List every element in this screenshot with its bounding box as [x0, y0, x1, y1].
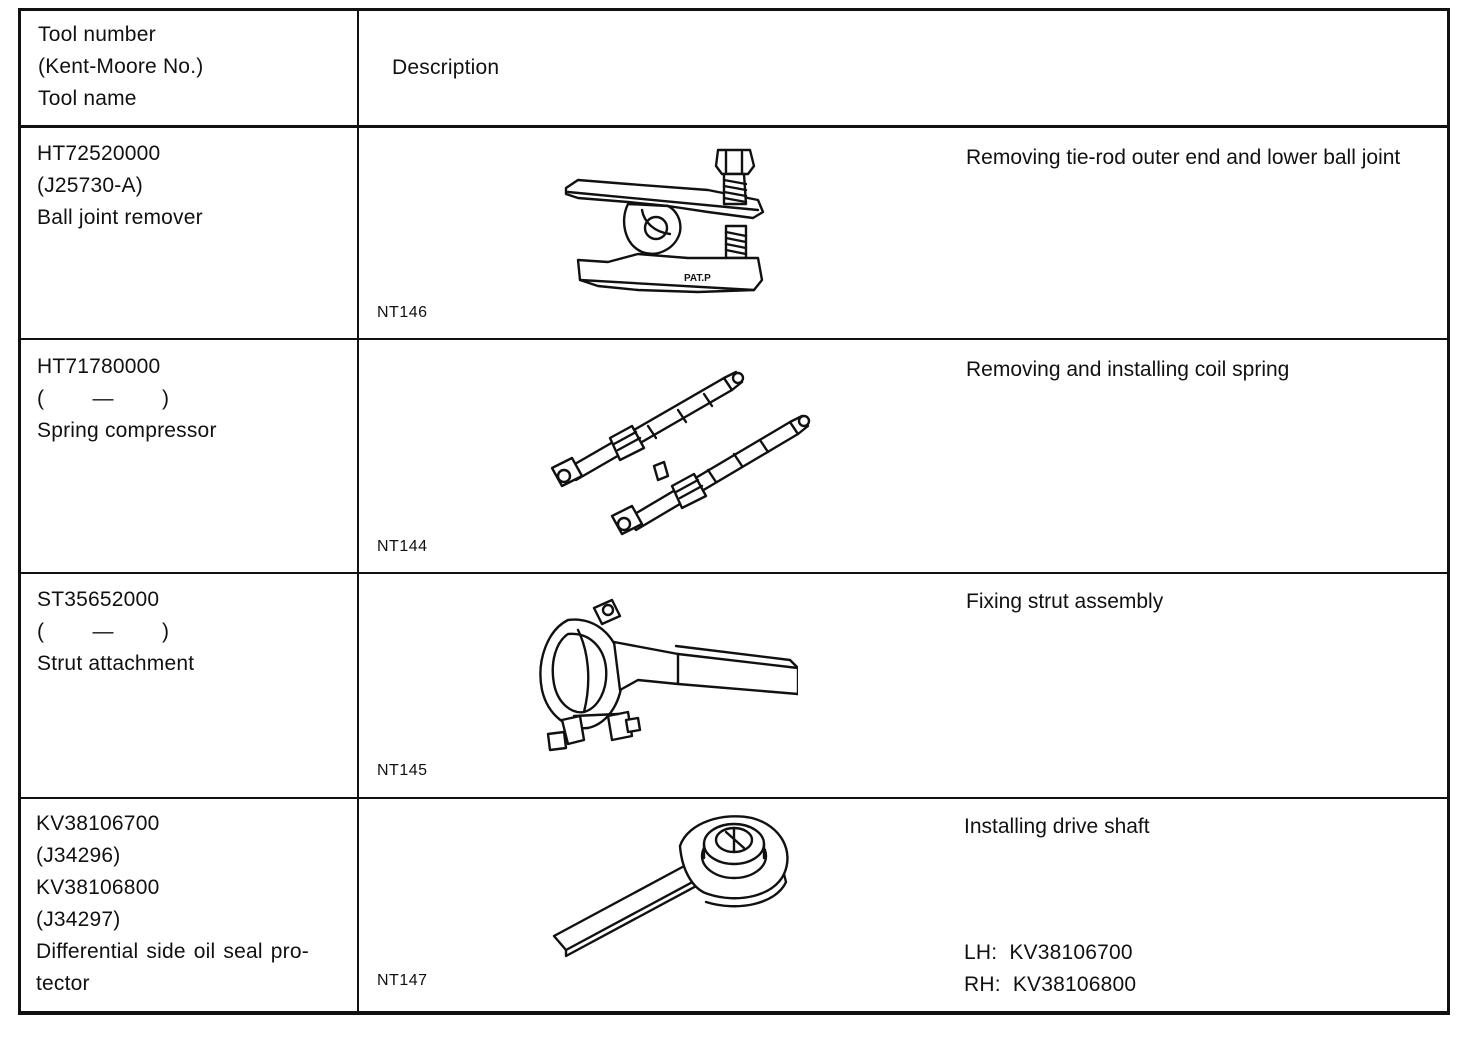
row4-kent-moore-2: (J34297) — [36, 908, 121, 931]
special-service-tools-table: Tool number (Kent-Moore No.) Tool name D… — [18, 8, 1450, 1016]
row2-figure-code: NT144 — [377, 538, 428, 555]
header-tool-name: Tool name — [38, 87, 137, 110]
figure-label-pat-p: PAT.P — [684, 273, 711, 284]
row3-kent-moore: ( — ) — [37, 620, 170, 643]
row1-tool-name: Ball joint remover — [37, 206, 203, 229]
row1-tool-number: HT72520000 — [37, 142, 161, 165]
row4-description: Installing drive shaft — [964, 815, 1150, 838]
row-divider-2 — [18, 572, 1450, 574]
row2-description: Removing and installing coil spring — [966, 358, 1290, 381]
header-divider — [18, 125, 1450, 128]
table-left-border — [18, 8, 21, 1015]
column-divider — [357, 8, 359, 1014]
table-right-border — [1447, 8, 1450, 1015]
row1-description: Removing tie-rod outer end and lower bal… — [966, 146, 1401, 169]
table-bottom-border — [18, 1011, 1448, 1015]
spring-compressor-icon — [528, 358, 818, 548]
row3-tool-number: ST35652000 — [37, 588, 160, 611]
row4-tool-name-line2: tector — [36, 972, 90, 995]
row4-tool-number: KV38106700 — [36, 812, 160, 835]
row1-figure-code: NT146 — [377, 304, 428, 321]
table-top-border — [18, 8, 1450, 11]
row4-tool-name-line1: Differential side oil seal pro- — [36, 940, 309, 963]
row3-tool-name: Strut attachment — [37, 652, 195, 675]
row3-figure-code: NT145 — [377, 762, 428, 779]
row4-rh-label: RH: KV38106800 — [964, 973, 1137, 996]
ball-joint-remover-icon: PAT.P — [558, 140, 798, 310]
row-divider-1 — [18, 338, 1450, 340]
row4-tool-number-2: KV38106800 — [36, 876, 160, 899]
header-kent-moore: (Kent-Moore No.) — [38, 55, 204, 78]
row4-figure-code: NT147 — [377, 972, 428, 989]
row4-lh-label: LH: KV38106700 — [964, 941, 1133, 964]
row2-tool-name: Spring compressor — [37, 419, 217, 442]
row4-kent-moore: (J34296) — [36, 844, 121, 867]
row-divider-3 — [18, 797, 1450, 799]
row3-description: Fixing strut assembly — [966, 590, 1164, 613]
row2-kent-moore: ( — ) — [37, 387, 170, 410]
row2-tool-number: HT71780000 — [37, 355, 161, 378]
row1-kent-moore: (J25730-A) — [37, 174, 143, 197]
header-description: Description — [392, 56, 500, 79]
oil-seal-protector-icon — [548, 808, 798, 968]
header-tool-number: Tool number — [38, 23, 156, 46]
strut-attachment-icon — [528, 590, 798, 760]
